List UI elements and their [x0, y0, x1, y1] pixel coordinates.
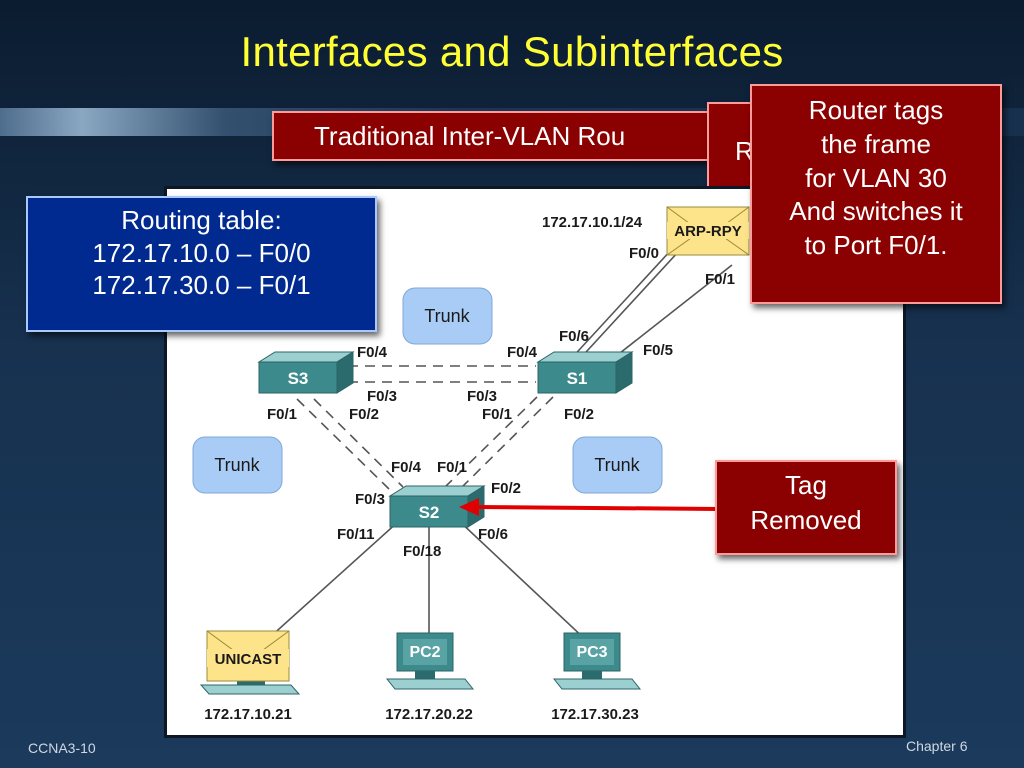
port-s2-f03: F0/3 — [355, 491, 385, 508]
link-s1-s2-f02 — [457, 396, 554, 492]
unicast-envelope: UNICAST — [206, 630, 290, 682]
arp-envelope-label: ARP-RPY — [674, 223, 742, 240]
pc3-ip: 172.17.30.23 — [551, 706, 639, 723]
network-links — [258, 248, 733, 648]
router-tags-line-2: the frame — [821, 128, 931, 159]
switch-s3-label: S3 — [288, 369, 309, 388]
trunk-text-right: Trunk — [594, 455, 640, 475]
port-s2-f02: F0/2 — [491, 480, 521, 497]
router-tags-line-5: to Port F0/1. — [804, 230, 948, 261]
link-s2-pc1 — [258, 520, 400, 648]
routing-table-line-3: 172.17.30.0 – F0/1 — [92, 270, 311, 300]
port-s1-f01: F0/1 — [482, 406, 512, 423]
link-s3-s2-f02 — [313, 398, 404, 488]
trunk-text-left: Trunk — [214, 455, 260, 475]
hidden-callout-fragment: R — [735, 136, 754, 166]
link-s2-pc3 — [456, 518, 588, 642]
pc1-ip: 172.17.10.21 — [204, 706, 292, 723]
traditional-routing-banner: Traditional Inter-VLAN Rou — [272, 111, 732, 161]
tag-removed-line-1: Tag — [785, 470, 827, 500]
router-tags-callout: Router tags the frame for VLAN 30 And sw… — [750, 84, 1002, 304]
switch-s2: S2 — [388, 485, 486, 528]
port-s1-f06: F0/6 — [559, 328, 589, 345]
switch-s1-label: S1 — [567, 369, 588, 388]
switch-s1: S1 — [536, 351, 634, 394]
routing-table-line-2: 172.17.10.0 – F0/0 — [92, 237, 311, 268]
port-s2-f06: F0/6 — [478, 526, 508, 543]
port-s3-f03: F0/3 — [367, 388, 397, 405]
port-s2-f01: F0/1 — [437, 459, 467, 476]
unicast-envelope-label: UNICAST — [215, 651, 282, 668]
router-tags-line-4: And switches it — [789, 196, 963, 227]
port-s2-f018: F0/18 — [403, 543, 441, 560]
port-s1-f03: F0/3 — [467, 388, 497, 405]
trunk-text-top: Trunk — [424, 306, 470, 326]
trunk-label-top: Trunk — [402, 287, 493, 345]
switch-s3: S3 — [257, 351, 355, 394]
router-tags-line-3: for VLAN 30 — [805, 162, 947, 193]
pc3-label: PC3 — [576, 644, 607, 661]
router-ip-label: 172.17.10.1/24 — [542, 214, 643, 231]
tag-removed-arrow — [459, 498, 720, 516]
arp-reply-envelope: ARP-RPY — [666, 206, 750, 256]
pc2-ip: 172.17.20.22 — [385, 706, 473, 723]
tag-removed-line-2: Removed — [750, 505, 862, 536]
router-port-f01: F0/1 — [705, 271, 735, 288]
trunk-label-left: Trunk — [192, 436, 283, 494]
tag-removed-callout: Tag Removed — [715, 460, 897, 555]
router-tags-line-1: Router tags — [808, 95, 944, 125]
port-s1-f02: F0/2 — [564, 406, 594, 423]
banner-text: Traditional Inter-VLAN Rou — [314, 121, 626, 151]
routing-table-line-1: Routing table: — [121, 205, 282, 235]
port-s2-f04: F0/4 — [391, 459, 422, 476]
link-s1-s2-f01 — [442, 396, 538, 490]
pc2-label: PC2 — [409, 644, 440, 661]
routing-table-box: Routing table: 172.17.10.0 – F0/0 172.17… — [26, 196, 377, 332]
footer-chapter-label: Chapter 6 — [906, 738, 968, 754]
port-s1-f04: F0/4 — [507, 344, 538, 361]
footer-course-label: CCNA3-10 — [28, 740, 96, 756]
link-s3-s2-f01 — [296, 398, 390, 490]
port-s3-f01: F0/1 — [267, 406, 297, 423]
port-s1-f05: F0/5 — [643, 342, 673, 359]
trunk-label-right: Trunk — [572, 436, 663, 494]
router-port-f00: F0/0 — [629, 245, 659, 262]
slide-title: Interfaces and Subinterfaces — [240, 28, 784, 75]
port-s3-f04: F0/4 — [357, 344, 388, 361]
port-s3-f02: F0/2 — [349, 406, 379, 423]
pc3-workstation: PC3 — [552, 632, 642, 690]
pc2-workstation: PC2 — [385, 632, 475, 690]
port-s2-f011: F0/11 — [337, 526, 375, 543]
switch-s2-label: S2 — [419, 503, 440, 522]
